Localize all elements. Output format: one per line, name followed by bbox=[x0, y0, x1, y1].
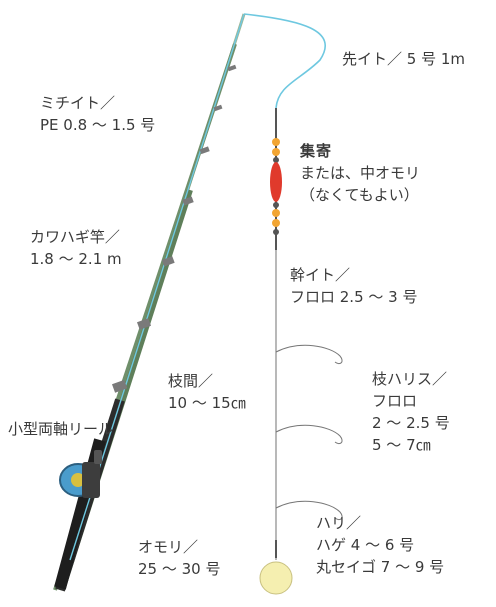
label-rod: カワハギ竿／ 1.8 ～ 2.1 m bbox=[30, 226, 122, 270]
leader-line bbox=[243, 13, 326, 109]
branch-hooks bbox=[275, 344, 343, 521]
label-michiito-value: PE 0.8 ～ 1.5 号 bbox=[40, 116, 156, 134]
rod-guides bbox=[111, 64, 237, 393]
label-sinker: オモリ／ 25 ～ 30 号 bbox=[138, 536, 220, 580]
label-reel: 小型両軸リール bbox=[8, 418, 113, 440]
label-michiito-title: ミチイト／ bbox=[40, 94, 116, 112]
label-hook-title: ハリ／ bbox=[316, 514, 362, 532]
label-rod-title: カワハギ竿／ bbox=[30, 228, 120, 246]
label-branch-leader-material: フロロ bbox=[372, 392, 418, 410]
label-main-line-title: 幹イト／ bbox=[290, 266, 351, 284]
label-main-line: 幹イト／ フロロ 2.5 ～ 3 号 bbox=[290, 264, 417, 308]
label-hook: ハリ／ ハゲ 4 ～ 6 号 丸セイゴ 7 ～ 9 号 bbox=[316, 512, 444, 578]
label-attractor: 集寄 または、中オモリ （なくてもよい） bbox=[300, 140, 420, 206]
sinker bbox=[259, 540, 293, 595]
label-branch-leader: 枝ハリス／ フロロ 2 ～ 2.5 号 5 ～ 7㎝ bbox=[372, 368, 450, 456]
label-sinker-value: 25 ～ 30 号 bbox=[138, 560, 221, 578]
label-attractor-line3: （なくてもよい） bbox=[300, 186, 419, 204]
label-reel-title: 小型両軸リール bbox=[8, 420, 114, 438]
label-branch-leader-title: 枝ハリス／ bbox=[372, 370, 448, 388]
label-branch-interval: 枝間／ 10 ～ 15㎝ bbox=[168, 370, 246, 414]
reel-icon bbox=[59, 450, 102, 498]
label-branch-interval-title: 枝間／ bbox=[168, 372, 214, 390]
label-branch-leader-length: 5 ～ 7㎝ bbox=[372, 436, 431, 454]
label-leader-text: 先イト／ 5 号 1m bbox=[342, 50, 466, 68]
label-hook-line2: 丸セイゴ 7 ～ 9 号 bbox=[316, 558, 445, 576]
label-main-line-value: フロロ 2.5 ～ 3 号 bbox=[290, 288, 418, 306]
label-branch-leader-size: 2 ～ 2.5 号 bbox=[372, 414, 450, 432]
label-michiito: ミチイト／ PE 0.8 ～ 1.5 号 bbox=[40, 92, 155, 136]
label-hook-line1: ハゲ 4 ～ 6 号 bbox=[316, 536, 415, 554]
label-rod-value: 1.8 ～ 2.1 m bbox=[30, 250, 122, 268]
label-sinker-title: オモリ／ bbox=[138, 538, 199, 556]
label-attractor-line2: または、中オモリ bbox=[300, 164, 421, 182]
label-branch-interval-value: 10 ～ 15㎝ bbox=[168, 394, 246, 412]
attractor-float bbox=[270, 108, 282, 250]
label-leader: 先イト／ 5 号 1m bbox=[342, 48, 465, 70]
label-attractor-title: 集寄 bbox=[300, 142, 333, 160]
